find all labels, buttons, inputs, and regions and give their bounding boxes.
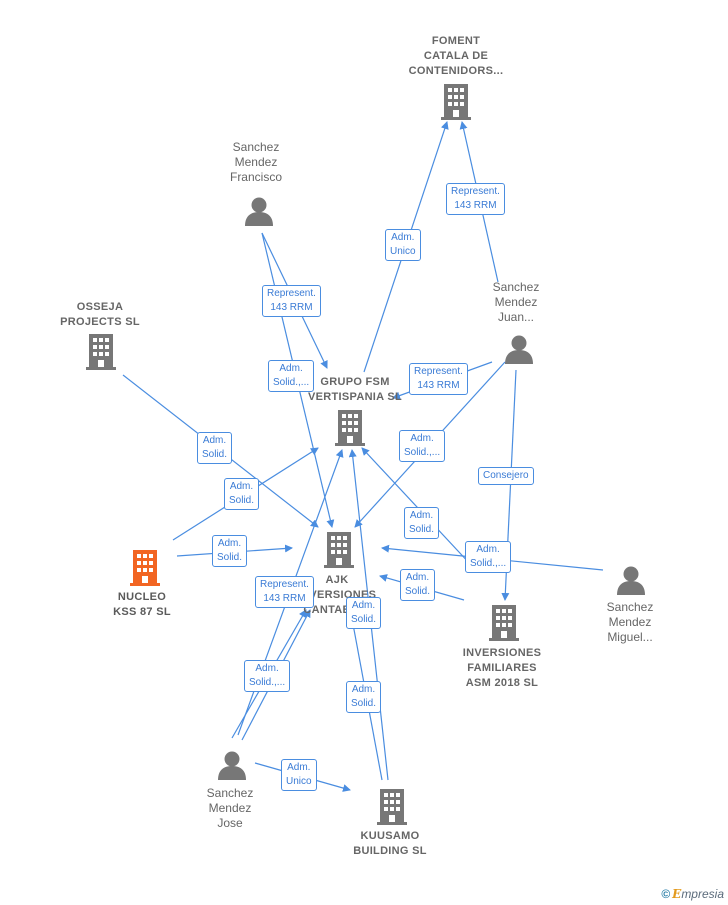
edge-label-e13: Adm. Solid.	[400, 569, 436, 601]
foment-label: FOMENT CATALA DE CONTENIDORS...	[408, 35, 504, 77]
edge-label-e5: Represent. 143 RRM	[409, 363, 468, 395]
edge-label-e17: Adm. Solid.	[346, 681, 382, 713]
sanchez-jose-label: Sanchez Mendez Jose	[206, 786, 254, 830]
kuusamo-label: KUUSAMO BUILDING SL	[353, 830, 427, 857]
sanchez-miguel-person-icon	[617, 566, 645, 595]
grupo-fsm-label: GRUPO FSM VERTISPANIA SL	[307, 376, 403, 403]
edge-label-e3: Represent. 143 RRM	[262, 285, 321, 317]
edge-label-e10: Adm. Solid.	[404, 507, 440, 539]
edge-label-e11: Adm. Solid.	[212, 535, 248, 567]
sanchez-miguel-label: Sanchez Mendez Miguel...	[606, 600, 654, 644]
sanchez-jose-person-icon	[218, 751, 246, 780]
edge-label-e4: Adm. Solid.,...	[268, 360, 315, 392]
nucleo-label: NUCLEO KSS 87 SL	[113, 591, 171, 618]
edge-label-e18: Adm. Unico	[281, 759, 317, 791]
copyright-symbol: ©	[661, 887, 671, 901]
edge-label-e16: Adm. Solid.,...	[244, 660, 291, 692]
ajk-building-icon	[324, 532, 354, 568]
nodes	[86, 84, 645, 825]
grupo-fsm-building-icon	[335, 410, 365, 446]
inversiones-label: INVERSIONES FAMILIARES ASM 2018 SL	[462, 647, 542, 689]
edge-label-e14: Represent. 143 RRM	[255, 576, 314, 608]
sanchez-juan-label: Sanchez Mendez Juan...	[492, 280, 540, 324]
empresia-logo: ©Empresia	[661, 887, 724, 901]
sanchez-francisco-label: Sanchez Mendez Francisco	[229, 140, 282, 184]
kuusamo-building-icon	[377, 789, 407, 825]
foment-building-icon	[441, 84, 471, 120]
edge-label-e1: Represent. 143 RRM	[446, 183, 505, 215]
osseja-building-icon	[86, 334, 116, 370]
edge-label-e6: Adm. Solid.	[197, 432, 233, 464]
edge-label-e15: Adm. Solid.	[346, 597, 382, 629]
edge-label-e12: Adm. Solid.,...	[465, 541, 512, 573]
edge-label-e2: Adm. Unico	[385, 229, 421, 261]
edge-label-e9: Adm. Solid.	[224, 478, 260, 510]
nucleo-building-icon	[130, 550, 160, 586]
sanchez-juan-person-icon	[505, 335, 533, 364]
brand-rest: mpresia	[681, 887, 724, 901]
edge-label-e8: Consejero	[478, 467, 534, 485]
osseja-label: OSSEJA PROJECTS SL	[60, 301, 140, 328]
edge-label-e7: Adm. Solid.,...	[399, 430, 446, 462]
sanchez-francisco-person-icon	[245, 197, 273, 226]
inversiones-building-icon	[489, 605, 519, 641]
brand-initial: E	[672, 887, 682, 901]
